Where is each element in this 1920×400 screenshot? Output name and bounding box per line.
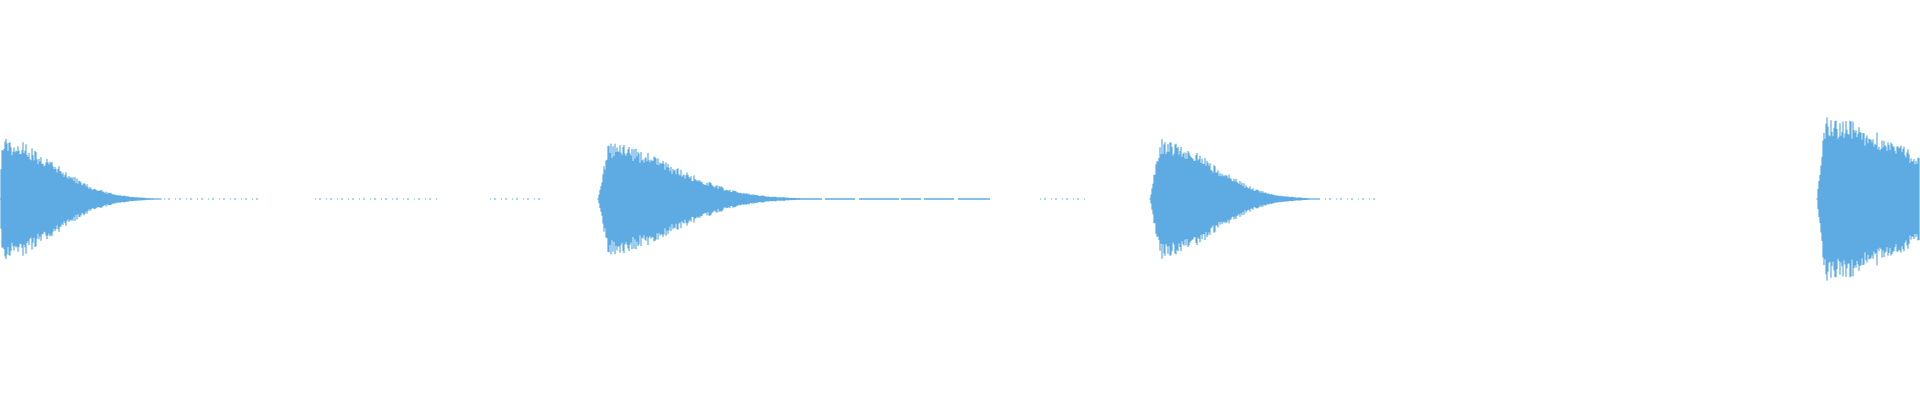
waveform-burst-shape xyxy=(1149,139,1320,259)
waveform-burst-4 xyxy=(1816,117,1920,281)
waveform-burst-shape xyxy=(1816,117,1920,281)
waveform-burst-3 xyxy=(1149,139,1320,259)
